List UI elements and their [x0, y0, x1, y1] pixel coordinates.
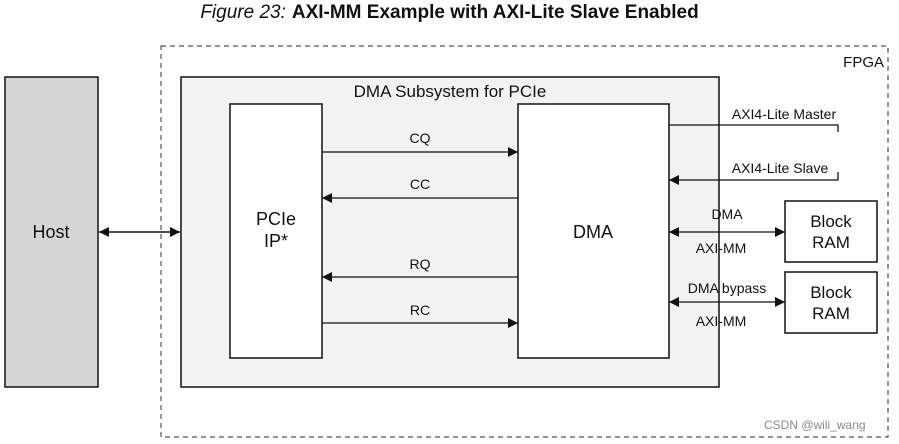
block-ram-1-line1: Block: [810, 212, 852, 231]
axi-lite-slave-arrow: [669, 172, 839, 185]
fpga-label: FPGA: [843, 54, 884, 71]
pcie-ip-block: [229, 103, 323, 359]
dma-block: [517, 103, 670, 359]
block-ram-1-link-bottom: AXI-MM: [696, 240, 747, 256]
rc-label: RC: [410, 302, 430, 318]
block-ram-2: [784, 271, 878, 334]
block-ram-1-link-top: DMA: [711, 206, 743, 222]
fpga-boundary: [160, 45, 889, 438]
block-ram-2-link-bottom: AXI-MM: [696, 313, 747, 329]
dma-label: DMA: [573, 222, 613, 242]
block-ram-2-link-top: DMA bypass: [688, 280, 767, 296]
host-label: Host: [32, 222, 69, 242]
pcie-ip-label-line1: PCIe: [256, 209, 296, 229]
axi-lite-master-label: AXI4-Lite Master: [732, 106, 837, 122]
dma-subsystem-label: DMA Subsystem for PCIe: [354, 82, 547, 101]
block-ram-2-line1: Block: [810, 283, 852, 302]
figure-number: Figure 23:: [200, 2, 286, 23]
axi-lite-master-line: [669, 124, 839, 132]
watermark: CSDN @wili_wang: [764, 418, 866, 432]
figure-caption: Figure 23: AXI-MM Example with AXI-Lite …: [0, 0, 899, 26]
cc-label: CC: [410, 176, 430, 192]
axi-lite-slave-label: AXI4-Lite Slave: [732, 160, 829, 176]
block-ram-1: [784, 200, 878, 263]
cq-label: CQ: [410, 130, 431, 146]
host-block: [4, 76, 99, 388]
rq-label: RQ: [410, 256, 431, 272]
pcie-ip-label-line2: IP*: [264, 231, 288, 251]
figure-title: AXI-MM Example with AXI-Lite Slave Enabl…: [291, 2, 699, 23]
block-ram-2-line2: RAM: [812, 304, 850, 323]
block-ram-1-line2: RAM: [812, 233, 850, 252]
